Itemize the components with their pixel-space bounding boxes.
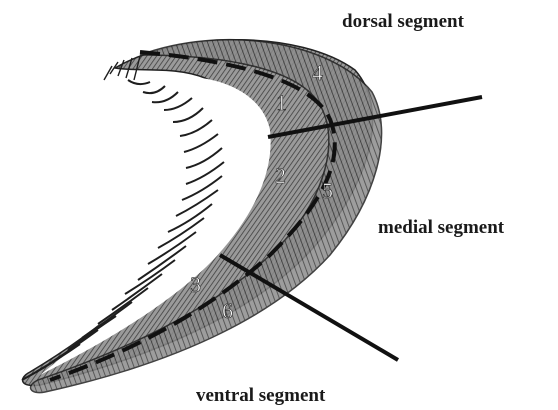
- dorsal-segment-label: dorsal segment: [342, 11, 465, 32]
- region-number-5: 5: [322, 178, 333, 203]
- region-number-1: 1: [276, 90, 287, 115]
- region-number-6: 6: [222, 298, 233, 323]
- region-number-4: 4: [312, 60, 323, 85]
- ventral-segment-label: ventral segment: [196, 385, 326, 406]
- region-number-2: 2: [275, 163, 286, 188]
- region-number-3: 3: [190, 272, 201, 297]
- medial-segment-label: medial segment: [378, 217, 505, 238]
